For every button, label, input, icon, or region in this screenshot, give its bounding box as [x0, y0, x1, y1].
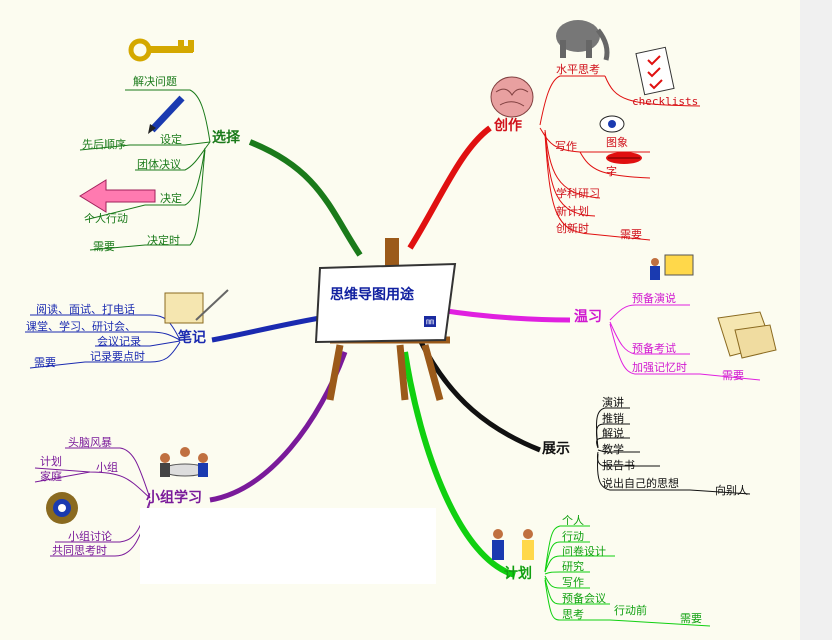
quill-paper-icon — [164, 289, 229, 324]
create-sublines — [539, 75, 701, 241]
center-tag: ㎜ — [424, 316, 436, 327]
branch-title-create: 创作 — [494, 118, 522, 134]
choose-item-group-decision: 团体决议 — [137, 158, 181, 171]
group-item-brainstorm: 头脑风暴 — [68, 436, 112, 449]
review-item-exam: 预备考试 — [632, 342, 676, 355]
group-item-discussion: 小组讨论 — [68, 530, 112, 543]
create-item-checklists: checklists — [632, 95, 699, 108]
present-item-explain: 解说 — [602, 427, 624, 440]
lips-icon — [606, 152, 642, 164]
key-icon — [128, 38, 194, 62]
review-item-speech: 预备演说 — [632, 292, 676, 305]
notes-paper-icon — [717, 311, 777, 359]
group-item-plan: 计划 — [40, 455, 62, 468]
present-item-speech: 演讲 — [602, 396, 624, 409]
group-item-think-together: 共同思考时 — [52, 544, 107, 557]
notes-item-read: 阅读、面试、打电话 — [36, 303, 135, 316]
arrow-icon — [79, 179, 156, 213]
create-item-innovate: 创新时 — [556, 222, 589, 235]
easel-icon — [314, 238, 457, 401]
plan-item-action: 行动 — [562, 530, 584, 543]
branch-group — [209, 351, 348, 503]
create-item-word: 字 — [606, 165, 617, 178]
present-item-teach: 教学 — [602, 443, 624, 456]
plan-item-before-action: 行动前 — [614, 604, 647, 617]
notes-item-key-points: 记录要点时 — [90, 350, 145, 363]
elephant-icon — [556, 20, 610, 61]
group-table-icon — [160, 447, 208, 477]
branch-title-present: 展示 — [542, 441, 570, 457]
branch-title-notes: 笔记 — [178, 330, 206, 346]
center-title: 思维导图用途 — [330, 287, 414, 303]
present-item-to-others: 向别人 — [715, 484, 748, 497]
branches-layer — [25, 20, 777, 627]
plan-item-personal: 个人 — [562, 514, 584, 527]
create-item-writing: 写作 — [555, 140, 577, 153]
branch-plan — [402, 351, 516, 578]
create-item-new-plan: 新计划 — [556, 205, 589, 218]
branch-title-group: 小组学习 — [146, 490, 202, 506]
choose-item-personal-action: 个人行动 — [84, 212, 128, 225]
plan-item-research: 研究 — [562, 560, 584, 573]
choose-item-set: 设定 — [160, 133, 182, 146]
brain-icon — [490, 76, 534, 118]
choose-item-solve: 解决问题 — [133, 75, 177, 88]
eye-icon — [599, 115, 625, 133]
presenter-icon — [650, 254, 694, 280]
notes-item-need: 需要 — [34, 356, 56, 369]
notes-item-meeting: 会议记录 — [97, 335, 141, 348]
create-item-need: 需要 — [620, 228, 642, 241]
create-item-lateral: 水平思考 — [556, 63, 600, 76]
create-item-image: 图象 — [606, 136, 628, 149]
review-sublines — [609, 304, 761, 381]
pencil-icon — [148, 95, 185, 134]
plan-item-writing: 写作 — [562, 576, 584, 589]
group-item-team: 小组 — [96, 461, 118, 474]
checklist-icon — [635, 46, 675, 96]
plan-item-think: 思考 — [562, 608, 584, 621]
branch-review — [439, 307, 571, 323]
present-item-sell: 推销 — [602, 412, 624, 425]
present-sublines — [596, 407, 751, 495]
gear-icon — [46, 492, 78, 524]
review-item-need: 需要 — [722, 369, 744, 382]
review-item-memory: 加强记忆时 — [632, 361, 687, 374]
branch-choose — [248, 139, 363, 257]
blank-patch — [140, 508, 436, 584]
handshake-icon — [492, 529, 534, 560]
plan-item-survey: 问卷设计 — [562, 545, 606, 558]
mind-map: 思维导图用途 ㎜ 选择 解决问题 先后顺序 设定 团体决议 决定 个人行动 需要… — [0, 0, 800, 640]
branch-create — [407, 125, 492, 250]
plan-item-need: 需要 — [680, 612, 702, 625]
present-item-report: 报告书 — [602, 459, 635, 472]
choose-item-decide: 决定 — [160, 192, 182, 205]
choose-sublines — [79, 89, 211, 251]
choose-item-order: 先后顺序 — [82, 138, 126, 151]
plan-item-prep-meeting: 预备会议 — [562, 592, 606, 605]
branch-title-review: 温习 — [574, 309, 602, 325]
choose-item-when-decide: 决定时 — [147, 234, 180, 247]
create-item-study: 学科研习 — [556, 187, 600, 200]
branch-title-plan: 计划 — [504, 566, 532, 582]
branch-title-choose: 选择 — [212, 130, 240, 146]
group-item-family: 家庭 — [40, 470, 62, 483]
notes-item-class: 课堂、学习、研讨会、 — [26, 320, 136, 333]
choose-item-need: 需要 — [93, 240, 115, 253]
branch-notes — [211, 315, 321, 343]
present-item-express: 说出自己的思想 — [602, 477, 679, 490]
plan-sublines — [544, 525, 711, 627]
